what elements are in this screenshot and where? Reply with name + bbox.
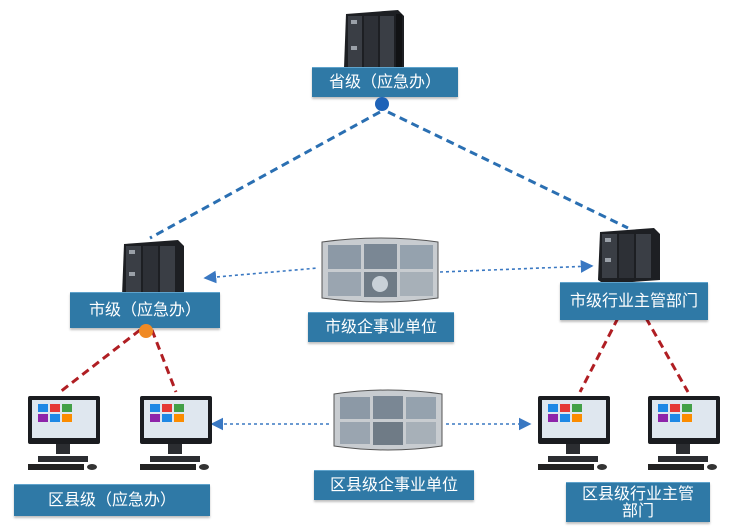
link-province-city-dept (387, 110, 629, 230)
monitor-wall-icon (321, 237, 439, 303)
link-dept-county-dept-1 (578, 317, 620, 393)
node-dot-province (375, 97, 389, 111)
desktop-pc-icon (648, 396, 720, 470)
province-label: 省级（应急办） (312, 67, 458, 97)
county-label: 区县级（应急办） (14, 484, 210, 516)
desktop-pc-icon (140, 396, 212, 470)
link-province-city (149, 110, 381, 240)
city-enterprise-label: 市级企事业单位 (308, 312, 454, 342)
city-label: 市级（应急办） (70, 292, 220, 328)
server-icon (344, 10, 404, 72)
link-city-county-2 (150, 329, 178, 393)
link-city-enterprise (203, 267, 319, 284)
link-dept-county-dept-2 (644, 317, 690, 393)
city-dept-label: 市级行业主管部门 (560, 282, 708, 320)
desktop-pc-icon (538, 396, 610, 470)
link-enterprise-city-dept (439, 260, 594, 273)
server-icon (122, 240, 184, 300)
link-city-county-1 (59, 328, 141, 394)
server-icon (598, 228, 660, 284)
desktop-pc-icon (28, 396, 100, 470)
node-dot-city (139, 324, 153, 338)
county-enterprise-label: 区县级企事业单位 (314, 470, 474, 500)
county-dept-label: 区县级行业主管部门 (566, 482, 710, 522)
monitor-wall-icon (333, 389, 443, 451)
